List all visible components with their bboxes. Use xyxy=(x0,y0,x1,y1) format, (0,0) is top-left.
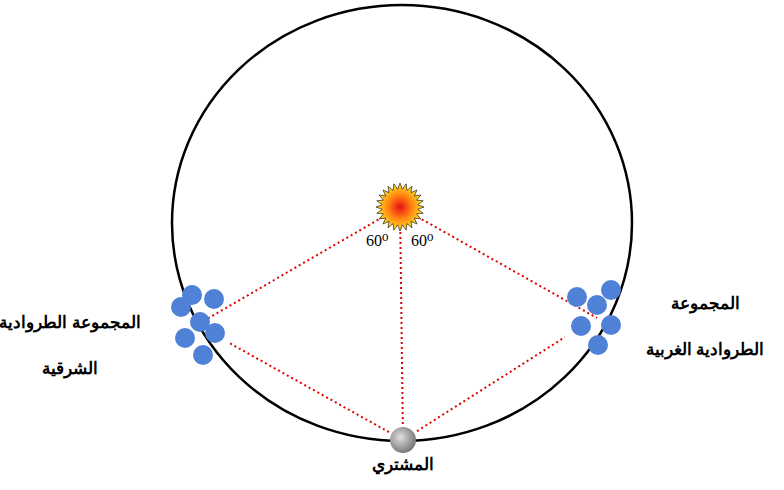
asteroid xyxy=(205,323,225,343)
group-label: المجموعة الطروادية الغربية xyxy=(635,281,775,373)
angle-label: 60⁰ xyxy=(410,232,434,250)
asteroid xyxy=(601,315,621,335)
asteroid xyxy=(587,295,607,315)
sight-line xyxy=(228,342,389,432)
trojan-group: المجموعة الطروادية الغربية xyxy=(565,278,625,358)
asteroid xyxy=(567,287,587,307)
sun-line xyxy=(400,207,597,318)
asteroid xyxy=(182,285,202,305)
group-label: المجموعة الطروادية الشرقية xyxy=(0,300,145,392)
asteroid xyxy=(193,345,213,365)
angle-label: 60⁰ xyxy=(365,232,389,250)
asteroid xyxy=(571,316,591,336)
asteroid xyxy=(175,328,195,348)
asteroid-cluster xyxy=(565,278,625,358)
asteroid-cluster xyxy=(170,285,228,367)
asteroid xyxy=(588,335,608,355)
jupiter-disc xyxy=(390,427,416,453)
asteroid xyxy=(601,280,621,300)
asteroid xyxy=(204,289,224,309)
sun-symbol xyxy=(376,183,424,231)
sun-line xyxy=(400,207,403,440)
sun-line xyxy=(200,207,400,323)
trojan-group: المجموعة الطروادية الشرقية xyxy=(170,285,228,367)
sight-line xyxy=(417,337,565,431)
orbit-circle xyxy=(172,5,632,441)
group-label: المشتري xyxy=(353,453,453,477)
planet-symbol xyxy=(389,426,417,454)
planet-jupiter: المشتري xyxy=(389,426,417,454)
